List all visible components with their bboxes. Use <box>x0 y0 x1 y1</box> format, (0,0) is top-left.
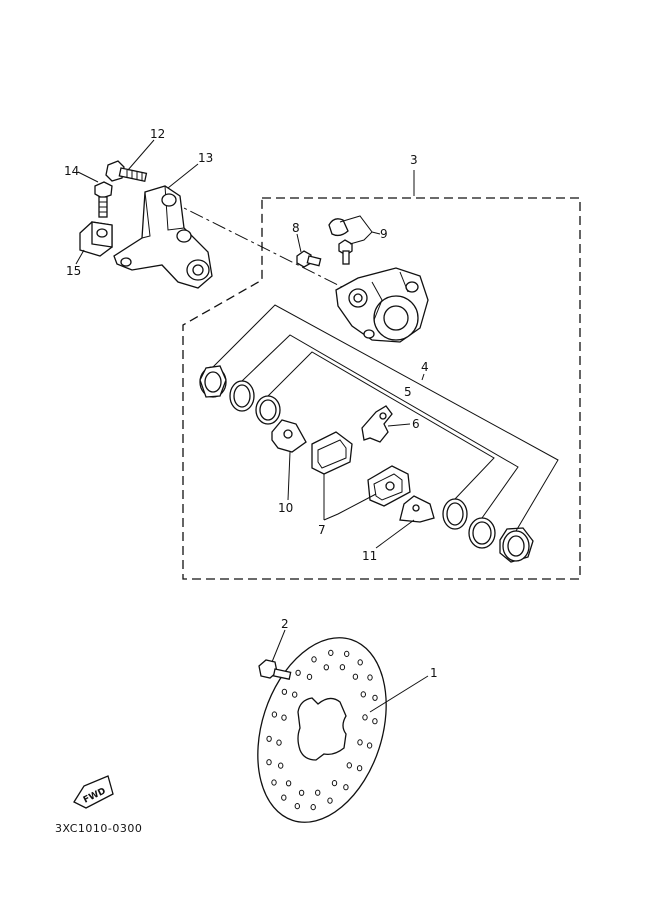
callout-15: 15 <box>66 264 81 278</box>
piston-4-left <box>199 365 227 398</box>
seal-5-left-outer <box>229 380 255 412</box>
disc-hole <box>310 804 316 811</box>
disc-hole <box>281 688 288 695</box>
disc-hole <box>281 794 287 801</box>
disc-hole <box>343 784 349 791</box>
drawing-code: 3XC1010-0300 <box>55 822 142 835</box>
disc-hole <box>366 742 373 749</box>
disc-hole <box>285 780 292 787</box>
disc-hole <box>372 694 378 701</box>
disc-hole <box>346 762 352 769</box>
disc-hole <box>360 691 366 698</box>
bolt-14 <box>94 181 113 218</box>
callout-5: 5 <box>404 385 412 399</box>
brake-disc-1 <box>257 637 387 823</box>
brake-pad-7-right <box>367 465 411 507</box>
disc-hole <box>357 659 363 666</box>
brake-pad-7-left <box>311 431 353 475</box>
disc-hole <box>292 691 298 698</box>
disc-hole <box>298 789 305 796</box>
disc-hole <box>328 649 334 657</box>
disc-hole <box>278 762 284 769</box>
disc-hole <box>266 735 272 742</box>
piston-4-right <box>499 527 534 563</box>
bolt-12 <box>105 160 148 183</box>
disc-hole <box>356 765 363 772</box>
disc-hole <box>362 714 368 721</box>
disc-hole <box>295 669 301 676</box>
callout-14: 14 <box>64 164 79 178</box>
disc-bolt-2 <box>258 659 292 680</box>
pad-shim-10 <box>271 419 307 453</box>
disc-holes <box>266 649 378 811</box>
disc-hole <box>372 718 378 725</box>
pad-spring-6 <box>361 405 393 443</box>
disc-hole <box>271 779 277 786</box>
callout-2: 2 <box>281 617 289 631</box>
disc-hole <box>339 664 346 671</box>
callout-4: 4 <box>421 360 429 374</box>
disc-hole <box>281 714 287 721</box>
disc-hole <box>331 780 338 787</box>
leader-lines <box>75 139 559 713</box>
seal-5-right-inner <box>442 498 468 530</box>
disc-hole <box>327 797 333 804</box>
disc-hole <box>352 673 359 680</box>
callout-12: 12 <box>150 127 165 141</box>
bleed-screw-9 <box>328 218 353 265</box>
fwd-arrow-icon: FWD <box>73 775 114 809</box>
pad-shim-11 <box>399 495 435 523</box>
callout-1: 1 <box>430 666 438 680</box>
callout-11: 11 <box>362 549 377 563</box>
disc-hole <box>357 739 363 746</box>
callout-3: 3 <box>410 153 418 167</box>
callout-10: 10 <box>278 501 293 515</box>
seal-5-right-outer <box>468 517 496 549</box>
callout-8: 8 <box>292 221 300 235</box>
disc-hole <box>266 759 272 766</box>
caliper-bracket-13 <box>113 185 213 289</box>
callout-13: 13 <box>198 151 213 165</box>
caliper-body-3 <box>335 267 429 343</box>
disc-hole <box>271 711 278 718</box>
disc-hole <box>315 789 321 796</box>
caliper-assembly-boundary <box>182 197 581 580</box>
disc-hole <box>276 739 282 746</box>
disc-hole <box>294 803 300 810</box>
seal-5-left-inner <box>255 395 281 425</box>
disc-hole <box>311 656 317 663</box>
disc-hole <box>323 664 329 671</box>
callout-7: 7 <box>318 523 326 537</box>
disc-hole <box>306 673 313 681</box>
callout-9: 9 <box>380 227 388 241</box>
disc-hole <box>367 674 373 681</box>
callout-6: 6 <box>412 417 420 431</box>
disc-hole <box>344 650 350 658</box>
assembly-centerline <box>167 199 359 296</box>
nut-plate-15 <box>79 221 113 257</box>
bolt-8 <box>296 250 322 268</box>
